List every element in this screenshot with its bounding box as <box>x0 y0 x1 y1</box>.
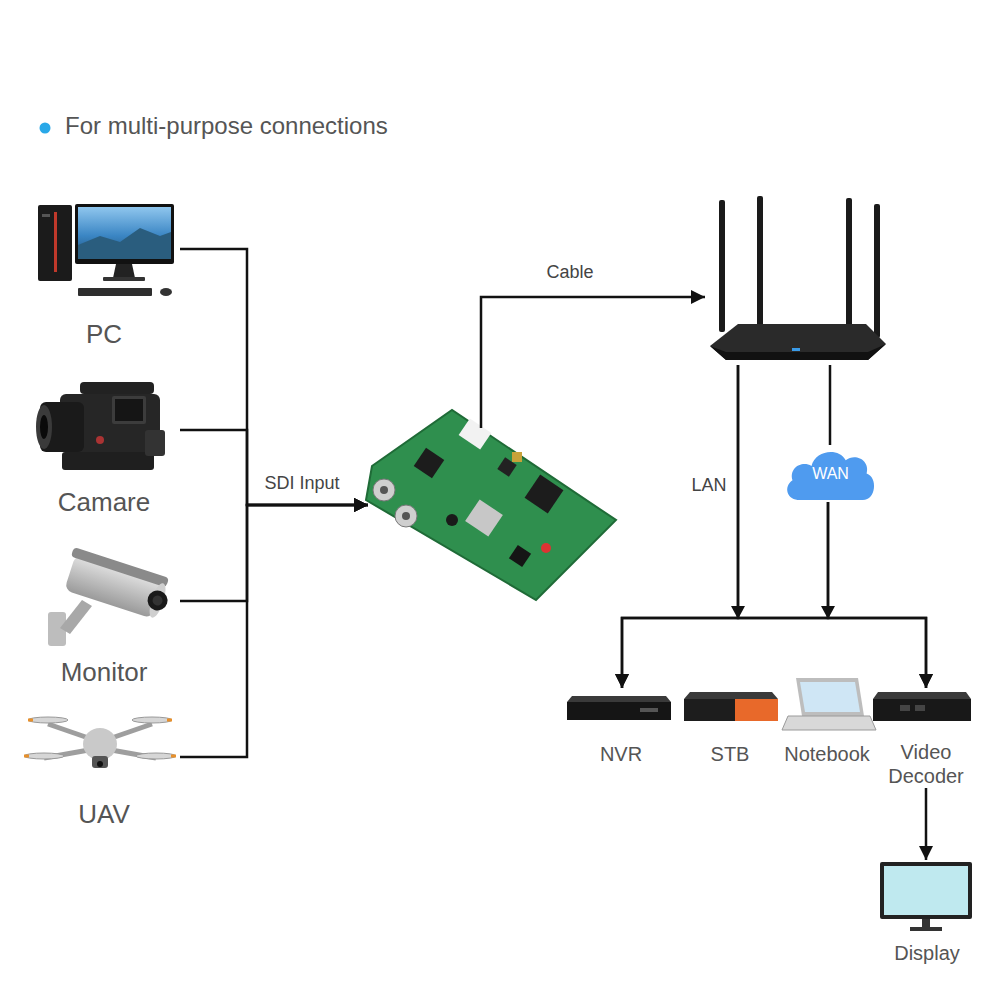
node-label: PC <box>86 319 122 350</box>
stb-icon <box>684 692 778 721</box>
display-icon <box>880 862 972 931</box>
node-label: Camare <box>58 487 150 518</box>
connector <box>180 430 368 505</box>
device-node: Notebook <box>776 675 878 766</box>
connector <box>180 505 368 757</box>
router-node <box>705 197 887 365</box>
node-label: NVR <box>600 742 642 766</box>
diagram-title: For multi-purpose connections <box>65 112 388 140</box>
connector <box>180 249 368 505</box>
node-label: Video Decoder <box>867 740 985 788</box>
node-label: STB <box>711 742 750 766</box>
device-node: NVR <box>565 688 677 766</box>
node-label: UAV <box>78 799 130 830</box>
encoder-board <box>366 410 616 600</box>
device-node: PC <box>28 200 180 350</box>
edge-label: Cable <box>543 262 596 283</box>
notebook-icon <box>782 678 876 730</box>
node-label: Monitor <box>61 657 148 688</box>
device-node: Camare <box>28 378 180 518</box>
router-icon <box>710 196 886 360</box>
device-node: STB <box>678 688 782 766</box>
device-node: Video Decoder <box>867 688 985 788</box>
connector <box>738 365 926 688</box>
connector <box>622 502 828 688</box>
cloud-outline <box>787 452 874 500</box>
title-bullet <box>40 123 51 134</box>
decoder-icon <box>873 692 971 721</box>
wan-cloud: WAN <box>783 445 878 502</box>
pc-icon <box>38 204 174 296</box>
node-label: WAN <box>812 464 849 483</box>
encoder-node <box>368 428 616 600</box>
edge-label: SDI Input <box>261 473 342 494</box>
connector <box>622 365 738 688</box>
device-node: UAV <box>28 705 180 830</box>
node-label: Display <box>894 941 960 965</box>
edge-label: LAN <box>688 475 729 496</box>
device-node: Display <box>877 860 977 965</box>
nvr-icon <box>567 696 671 720</box>
connector <box>180 505 368 601</box>
camera-icon <box>36 382 165 470</box>
device-node: Monitor <box>28 548 180 688</box>
security-camera-icon <box>48 547 175 646</box>
uav-icon <box>24 717 176 768</box>
connector <box>829 365 832 445</box>
connector <box>481 297 705 428</box>
node-label: Notebook <box>784 742 870 766</box>
bnc-connector <box>373 479 417 527</box>
connector <box>828 502 926 688</box>
connector <box>925 788 928 860</box>
